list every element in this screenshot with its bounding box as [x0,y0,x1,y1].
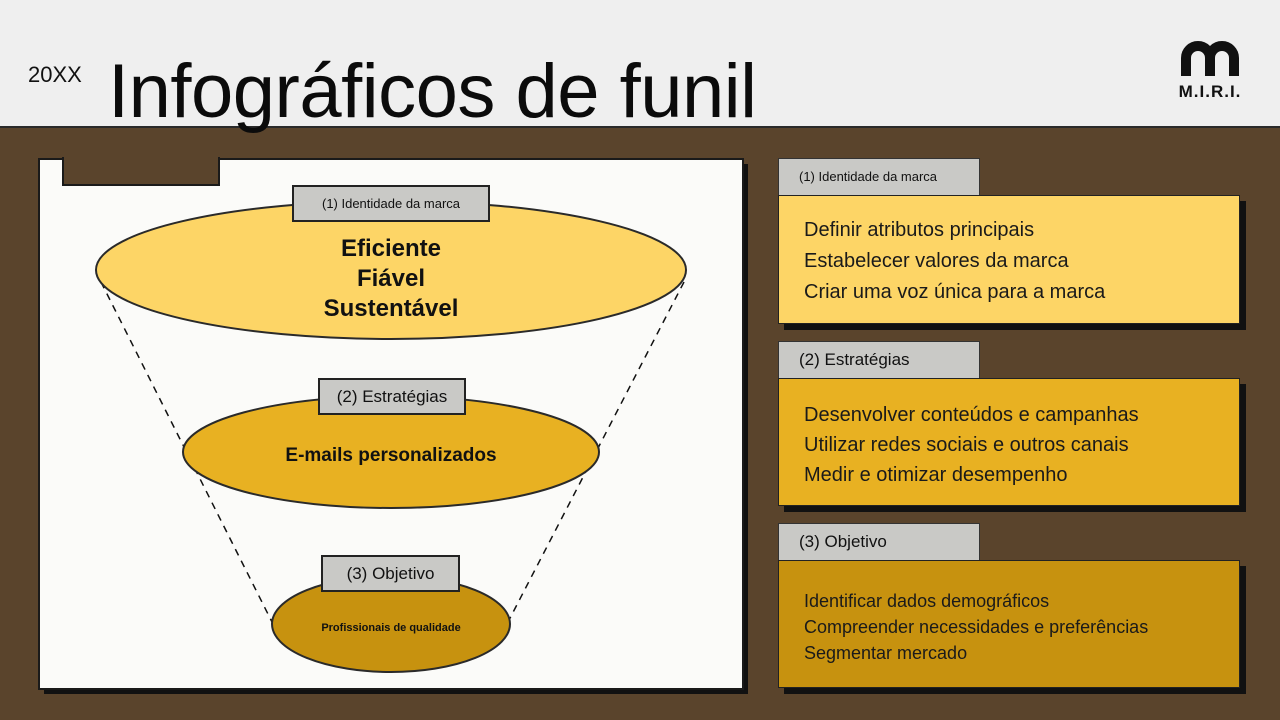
stage-2-tag: (2) Estratégias [318,378,466,415]
stage-2-text: E-mails personalizados [220,444,562,468]
card-3-item: Identificar dados demográficos [804,591,1050,611]
card-3-tag: (3) Objetivo [778,523,980,561]
logo: M.I.R.I. [1170,40,1250,102]
header: 20XX Infográficos de funil M.I.R.I. [0,0,1280,134]
card-3-item: Segmentar mercado [804,643,968,663]
funnel-left-edge [100,281,273,623]
stage-1-line: Fiável [356,265,426,292]
stage-3-tag: (3) Objetivo [321,555,460,592]
year-label: 20XX [28,62,82,87]
stage-1-text: Eficiente Fiável Sustentável [250,234,532,324]
card-2: Desenvolver conteúdos e campanhas Utiliz… [778,378,1240,506]
panel-notch [62,157,220,186]
card-3-item: Compreender necessidades e preferências [804,617,1149,637]
card-2-tag: (2) Estratégias [778,341,980,379]
stage-3-text: Profissionais de qualidade [290,621,492,635]
stage-2-line: E-mails personalizados [285,445,497,466]
miri-logo-icon [1181,41,1239,76]
card-1-item: Estabelecer valores da marca [804,250,1069,272]
stage-1-line: Sustentável [323,295,459,322]
card-1-item: Definir atributos principais [804,219,1035,241]
stage-1-line: Eficiente [340,235,442,262]
page-title: Infográficos de funil [108,49,757,134]
card-2-item: Utilizar redes sociais e outros canais [804,434,1129,456]
card-2-item: Medir e otimizar desempenho [804,464,1068,486]
card-3: Identificar dados demográficos Compreend… [778,560,1240,688]
card-1-tag: (1) Identidade da marca [778,158,980,196]
card-2-item: Desenvolver conteúdos e campanhas [804,404,1139,426]
stage-1-tag: (1) Identidade da marca [292,185,490,222]
logo-text: M.I.R.I. [1178,82,1242,101]
card-1-item: Criar uma voz única para a marca [804,281,1106,303]
card-1: Definir atributos principais Estabelecer… [778,195,1240,324]
stage-3-line: Profissionais de qualidade [321,622,461,634]
